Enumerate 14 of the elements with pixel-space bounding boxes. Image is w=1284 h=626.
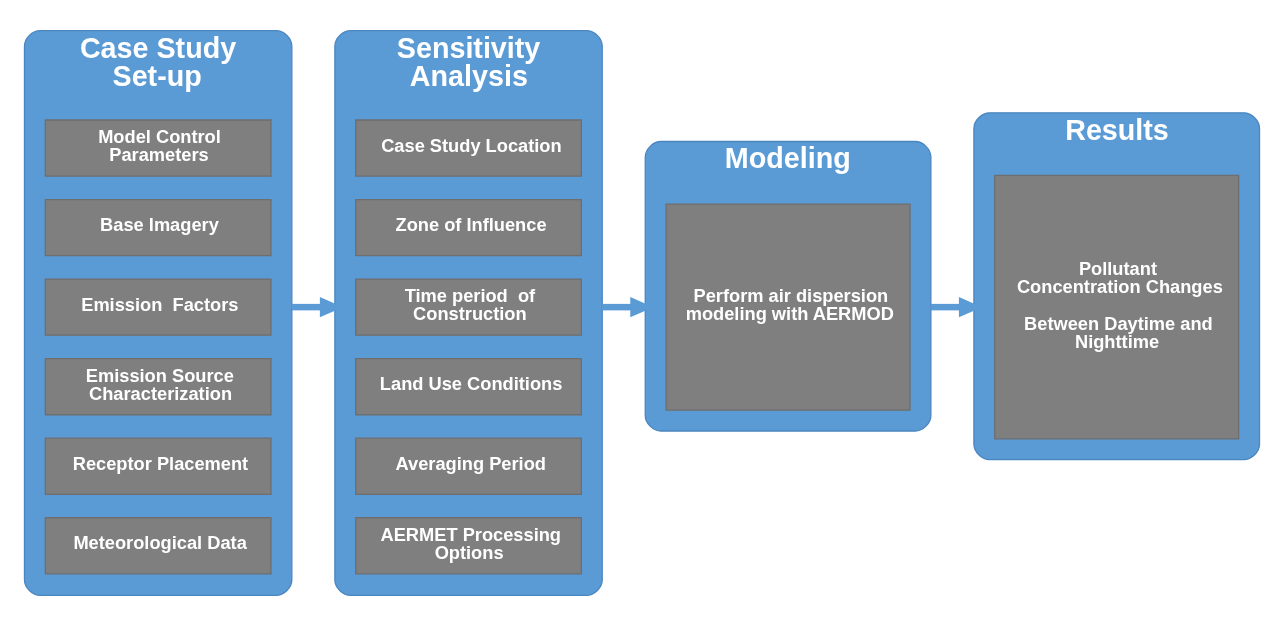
- node-box: Base Imagery: [44, 198, 272, 257]
- node-box: Emission Factors: [44, 278, 272, 336]
- node-box: Time period of Construction: [355, 278, 582, 336]
- node-box: Zone of Influence: [355, 198, 582, 257]
- node-box: Perform air dispersion modeling with AERMOD: [665, 203, 911, 411]
- node-box: Emission Source Characterization: [44, 358, 272, 416]
- node-box: Case Study Location: [355, 119, 582, 177]
- node-box: Pollutant Concentration Changes Between Daytime and Nighttime: [994, 174, 1240, 440]
- node-box: Meteorological Data: [44, 517, 272, 575]
- node-box: Model Control Parameters: [44, 119, 272, 177]
- node-box: Receptor Placement: [44, 437, 272, 495]
- node-box: AERMET Processing Options: [355, 517, 582, 575]
- node-box: Land Use Conditions: [355, 358, 582, 416]
- node-box: Averaging Period: [355, 437, 582, 495]
